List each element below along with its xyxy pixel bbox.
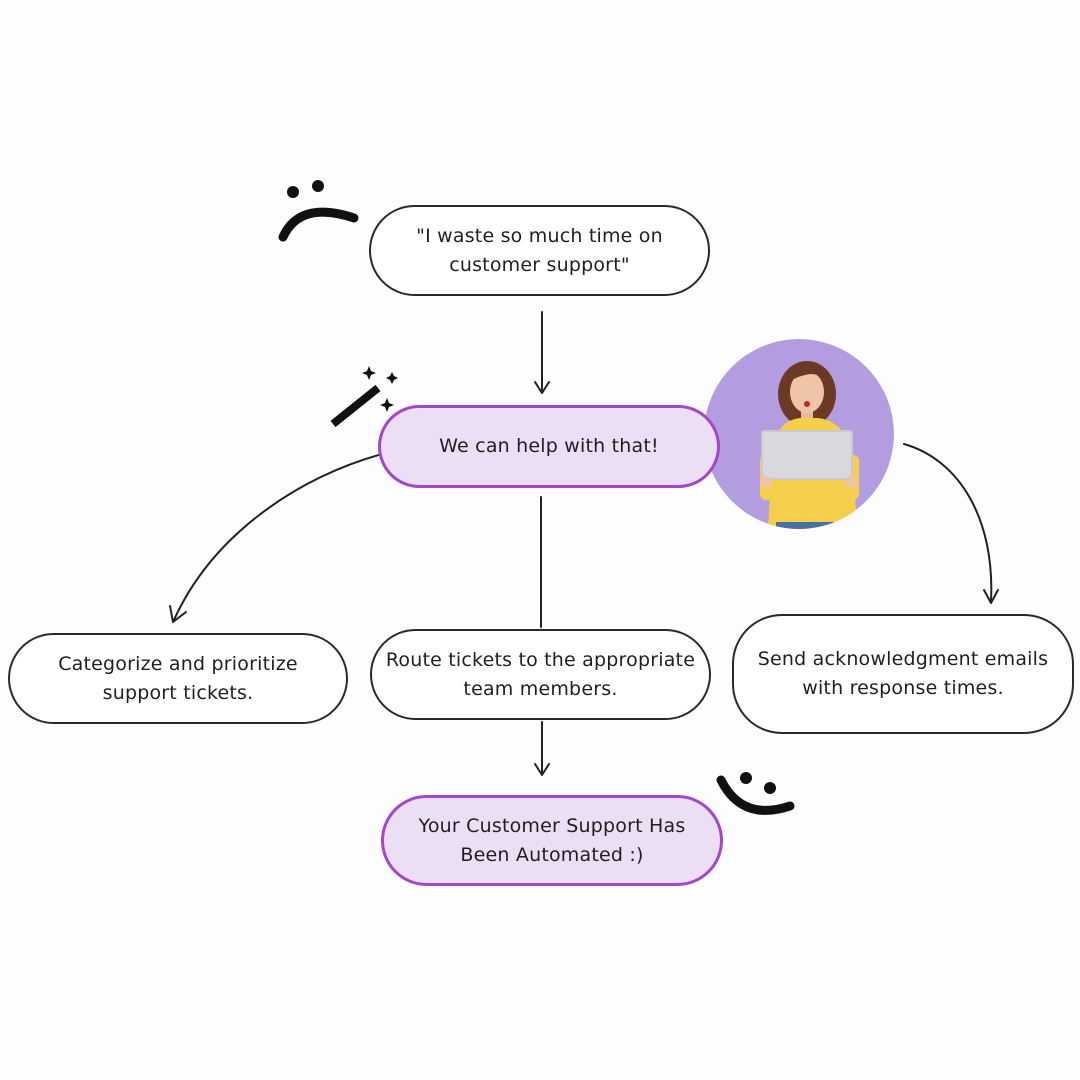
node-done: Your Customer Support Has Been Automated… xyxy=(381,795,723,886)
avatar xyxy=(704,339,894,529)
node-categorize: Categorize and prioritize support ticket… xyxy=(8,633,348,724)
node-send-label: Send acknowledgment emails with response… xyxy=(757,648,1049,699)
node-send: Send acknowledgment emails with response… xyxy=(732,614,1074,734)
magic-wand-icon xyxy=(330,366,398,428)
node-help-label: We can help with that! xyxy=(439,435,659,457)
node-categorize-label: Categorize and prioritize support ticket… xyxy=(58,652,298,704)
node-help: We can help with that! xyxy=(378,405,720,488)
node-quote-label: "I waste so much time on customer suppor… xyxy=(416,224,663,276)
node-quote: "I waste so much time on customer suppor… xyxy=(369,205,710,296)
node-done-label: Your Customer Support Has Been Automated… xyxy=(418,814,686,866)
arrow-avatar-to-send xyxy=(903,443,993,602)
node-route: Route tickets to the appropriate team me… xyxy=(370,629,711,720)
smile-face-icon xyxy=(716,772,795,815)
sad-face-icon xyxy=(278,180,359,242)
node-route-label: Route tickets to the appropriate team me… xyxy=(385,648,696,700)
arrow-help-to-categorize xyxy=(173,453,383,621)
